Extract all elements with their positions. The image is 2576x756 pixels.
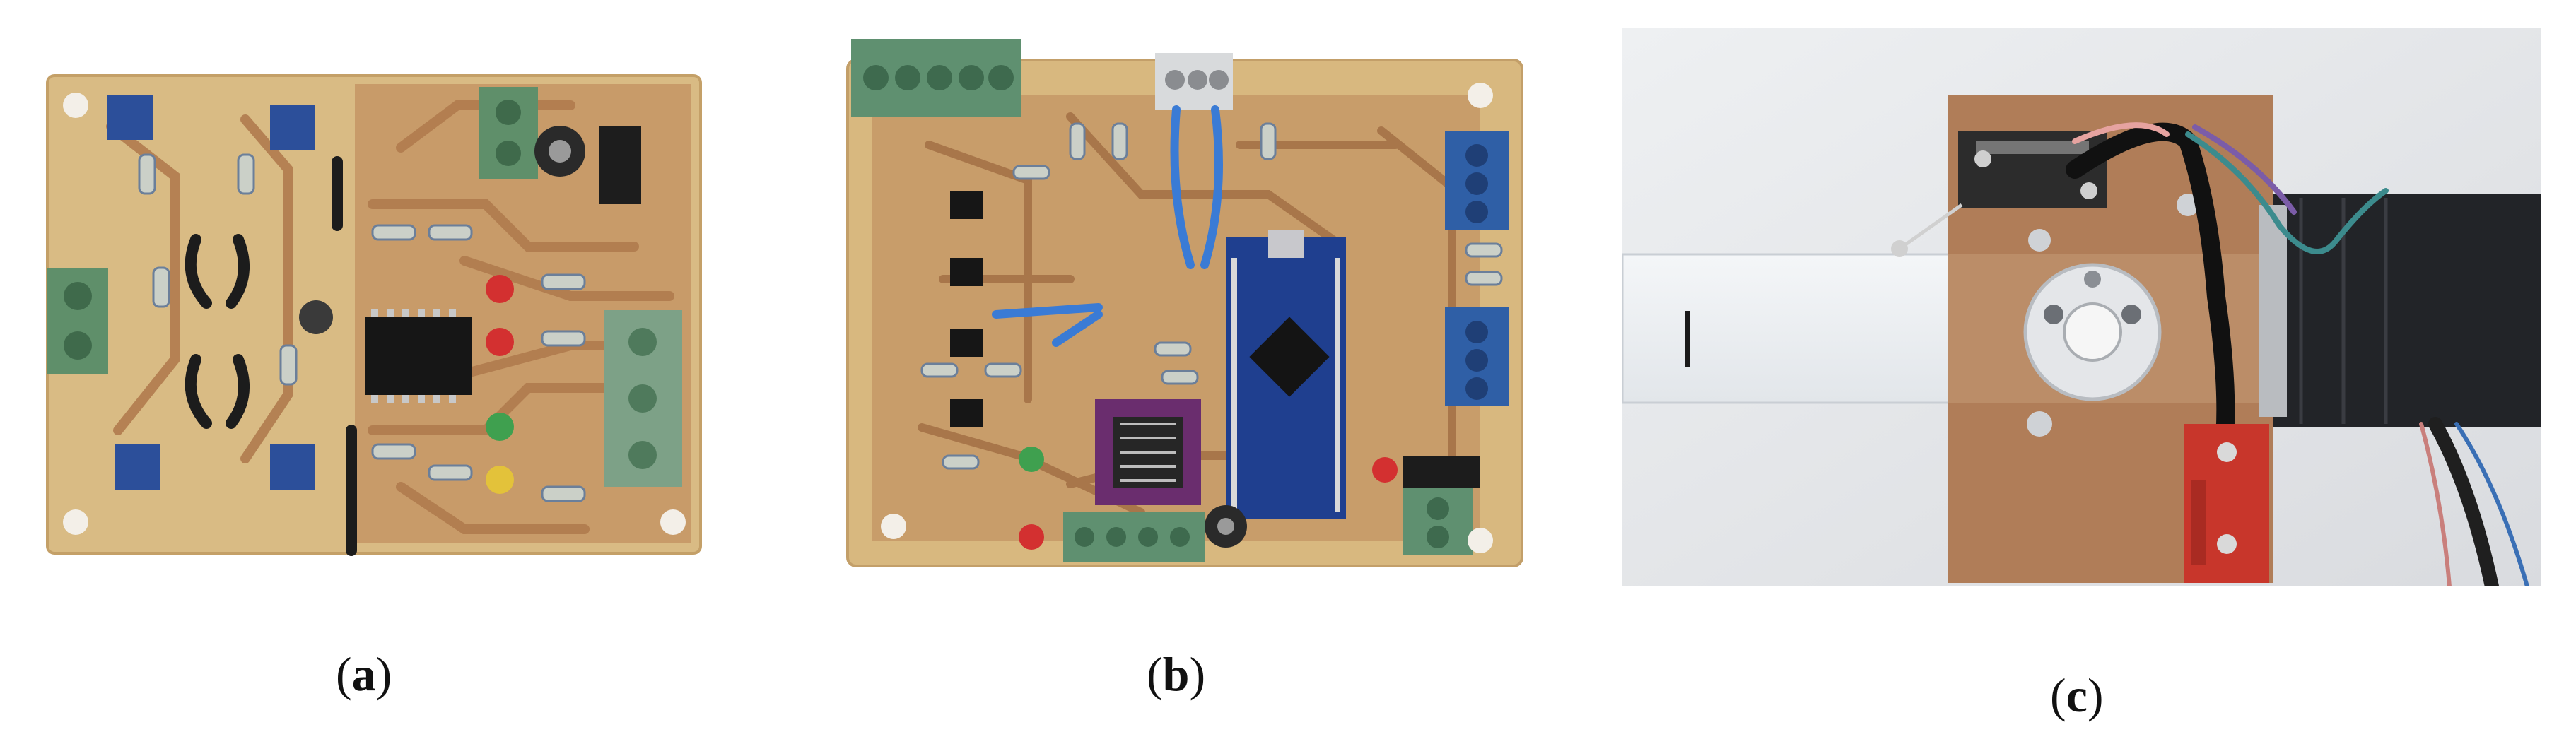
terminal-block-right-2	[1445, 307, 1509, 406]
shaft-coupling	[2023, 263, 2162, 401]
stepper-motor-assembly-image	[1622, 28, 2541, 586]
led-yellow	[486, 466, 514, 494]
blue-jumper-wires	[992, 105, 1223, 347]
optocouplers	[950, 191, 983, 427]
resistors	[920, 122, 1503, 470]
resistors	[138, 153, 586, 502]
photo-panel-b	[844, 32, 1526, 569]
pcb-board-a-image	[33, 63, 715, 566]
led-red-2	[486, 328, 514, 356]
led-red-1	[1019, 524, 1044, 550]
mounting-holes	[63, 93, 686, 535]
caption-b: (b)	[1147, 647, 1206, 701]
terminal-block-left	[47, 268, 108, 374]
led-red-2	[1372, 457, 1398, 483]
terminal-block-top-center	[1155, 53, 1233, 110]
acrylic-strip	[1622, 253, 1991, 404]
cables	[2066, 122, 2529, 586]
voltage-regulator	[1403, 456, 1480, 488]
photo-panel-a	[33, 63, 715, 566]
small-capacitor	[299, 300, 333, 334]
photo-panel-c	[1622, 28, 2541, 586]
screw	[2027, 411, 2052, 437]
mounting-holes	[881, 83, 1493, 553]
terminal-block-right	[604, 310, 682, 487]
terminal-block-bottom	[1063, 512, 1205, 562]
stepper-motor	[2259, 194, 2541, 427]
screw	[2177, 194, 2199, 216]
voltage-regulator	[599, 126, 641, 204]
terminal-block-top	[479, 87, 538, 179]
pcb-board-b-image	[844, 32, 1526, 569]
integrated-circuit	[365, 309, 472, 403]
led-green	[1019, 447, 1044, 472]
screw	[2028, 229, 2051, 252]
led-red-1	[486, 275, 514, 303]
stepper-driver-module	[1095, 399, 1201, 505]
arduino-nano-module	[1226, 230, 1346, 519]
jumper-wires	[185, 156, 357, 556]
trimmer-potentiometers	[107, 95, 315, 490]
caption-c: (c)	[2050, 668, 2104, 722]
terminal-block-right-1	[1445, 131, 1509, 230]
led-green	[486, 413, 514, 441]
terminal-block-bottom-right	[1403, 484, 1473, 555]
micro-switch-bottom	[2184, 424, 2269, 583]
terminal-block-top-left	[851, 39, 1021, 117]
caption-a: (a)	[336, 647, 392, 701]
